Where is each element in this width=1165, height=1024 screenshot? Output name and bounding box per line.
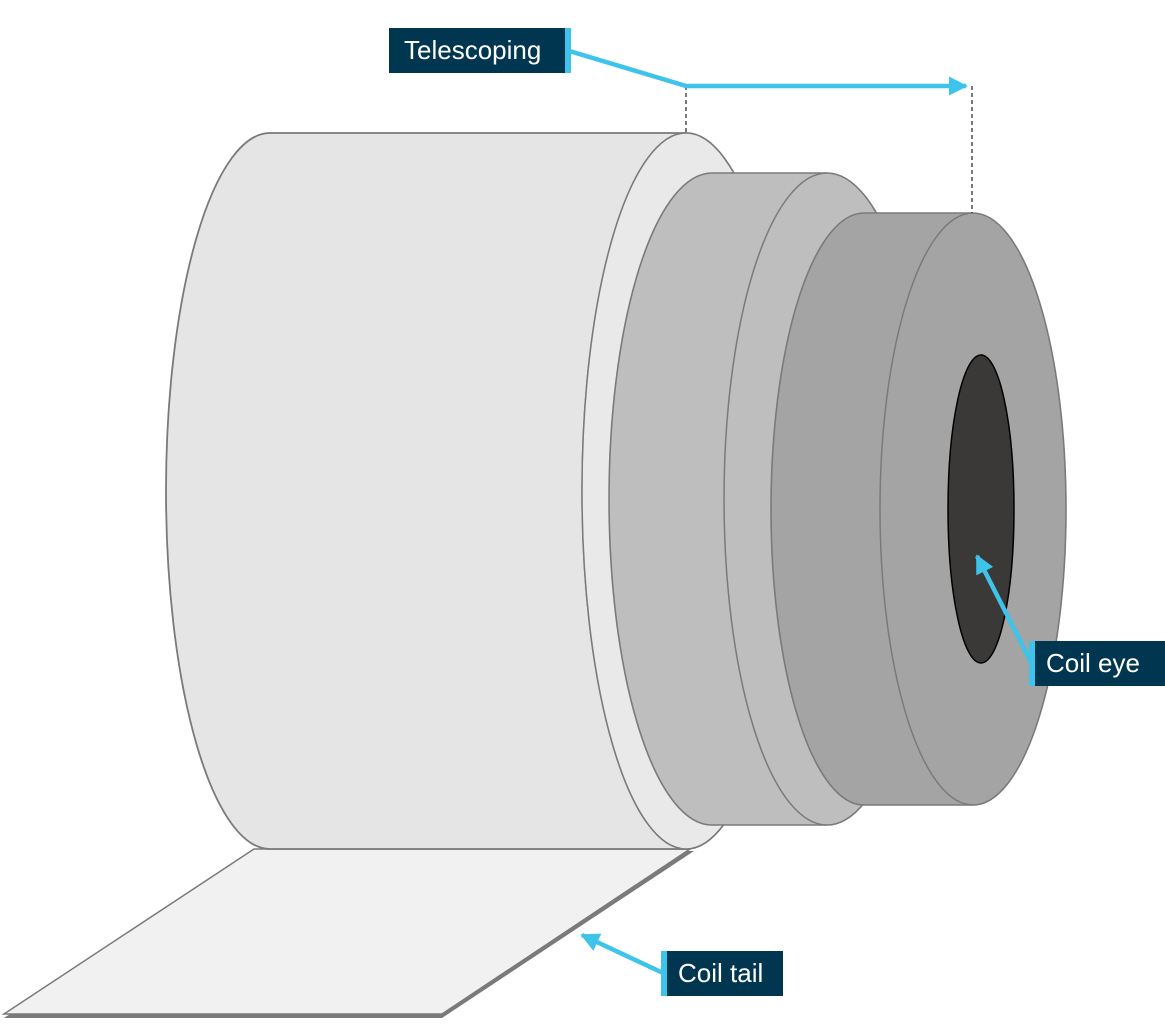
inner-coil <box>770 212 1067 806</box>
coil-eye-label-text: Coil eye <box>1046 648 1140 678</box>
telescoping-arrow <box>565 47 968 96</box>
coil-eye-arrow <box>974 554 1035 666</box>
telescoping-label: Telescoping <box>389 28 571 73</box>
coil-tail-label-text: Coil tail <box>678 958 763 988</box>
coil-eye-label: Coil eye <box>1029 641 1165 686</box>
coil-tail-sheet <box>1 848 694 1018</box>
coil-tail-arrow <box>580 932 664 976</box>
coil-tail-label: Coil tail <box>661 951 783 996</box>
coil-eye-hole <box>947 354 1015 664</box>
telescoping-label-text: Telescoping <box>404 35 541 65</box>
